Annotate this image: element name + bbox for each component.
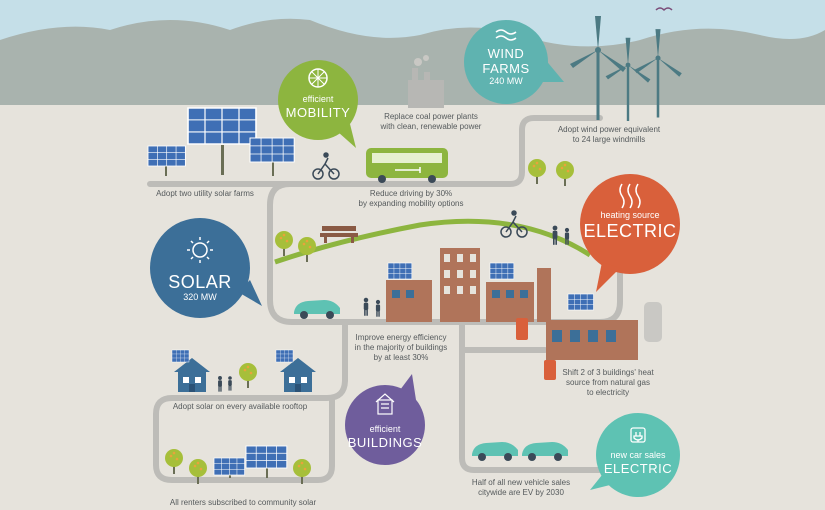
solar-big-label: SOLAR — [168, 272, 232, 292]
utility-solar-farm — [147, 107, 295, 176]
ev-small-label: new car sales — [610, 450, 666, 460]
mobility-bubble — [278, 60, 358, 148]
solar-capacity-label: 320 MW — [183, 292, 217, 302]
mobility-bubble-label: efficient MOBILITY — [278, 94, 358, 120]
building-icon — [375, 393, 395, 415]
ev-big-label: ELECTRIC — [603, 461, 673, 476]
caption-rooftop-line: Adopt solar on every available rooftop — [172, 402, 308, 411]
caption-heat-line: to electricity — [586, 388, 630, 397]
heating-big-label: ELECTRIC — [583, 221, 677, 241]
caption-efficiency: Improve energy efficiency in the majorit… — [346, 333, 456, 363]
caption-heat-line: Shift 2 of 3 buildings' heat — [562, 368, 654, 377]
caption-heat: Shift 2 of 3 buildings' heat source from… — [548, 368, 668, 398]
city-buildings — [386, 248, 662, 380]
caption-driving-line: Reduce driving by 30% — [369, 189, 453, 198]
ev-bubble-label: new car sales ELECTRIC — [596, 450, 680, 476]
caption-wind-line: to 24 large windmills — [572, 135, 646, 144]
caption-rooftop: Adopt solar on every available rooftop — [160, 402, 320, 412]
plug-icon — [630, 427, 646, 443]
buildings-bubble-label: efficient BUILDINGS — [345, 424, 425, 450]
solar-bubble-label: SOLAR 320 MW — [150, 272, 250, 303]
wind-bubble — [464, 20, 564, 104]
park-bench — [320, 226, 358, 243]
wind-big-label-2: FARMS — [482, 61, 530, 76]
caption-renters-line: All renters subscribed to community sola… — [169, 498, 317, 507]
community-solar-farm — [213, 445, 288, 478]
sun-icon — [187, 237, 213, 263]
caption-wind: Adopt wind power equivalent to 24 large … — [544, 125, 674, 145]
caption-ev-line: citywide are EV by 2030 — [478, 488, 564, 497]
caption-renters: All renters subscribed to community sola… — [148, 498, 338, 508]
road-network — [147, 115, 623, 483]
caption-efficiency-line: by at least 30% — [373, 353, 429, 362]
caption-wind-line: Adopt wind power equivalent — [557, 125, 661, 134]
wind-big-label-1: WIND — [487, 46, 525, 61]
hill-path — [274, 218, 592, 265]
heating-bubble — [580, 174, 680, 292]
caption-driving: Reduce driving by 30% by expanding mobil… — [346, 189, 476, 209]
cyclist-icon — [312, 152, 340, 180]
buildings-small-label: efficient — [369, 424, 401, 434]
ev-bubble — [590, 413, 680, 497]
mobility-small-label: efficient — [302, 94, 334, 104]
caption-coal: Replace coal power plants with clean, re… — [366, 112, 496, 132]
solar-bubble — [150, 218, 262, 318]
wind-capacity-label: 240 MW — [489, 76, 523, 86]
caption-ev: Half of all new vehicle sales citywide a… — [456, 478, 586, 498]
wind-icon — [495, 29, 517, 41]
caption-coal-line: with clean, renewable power — [380, 122, 482, 131]
wind-bubble-label: WIND FARMS 240 MW — [464, 46, 548, 87]
caption-heat-line: source from natural gas — [565, 378, 651, 387]
coal-power-plant — [408, 55, 444, 108]
heating-small-label: heating source — [600, 210, 660, 220]
caption-ev-line: Half of all new vehicle sales — [471, 478, 571, 487]
caption-efficiency-line: Improve energy efficiency — [355, 333, 447, 342]
caption-efficiency-line: in the majority of buildings — [354, 343, 448, 352]
buildings-bubble — [345, 374, 425, 465]
caption-driving-line: by expanding mobility options — [358, 199, 464, 208]
caption-utility-solar: Adopt two utility solar farms — [140, 189, 270, 199]
mobility-big-label: MOBILITY — [285, 105, 351, 120]
cyclist-hill-icon — [500, 210, 528, 238]
caption-utility-solar-line: Adopt two utility solar farms — [156, 189, 254, 198]
caption-coal-line: Replace coal power plants — [384, 112, 478, 121]
buildings-big-label: BUILDINGS — [347, 435, 423, 450]
heating-bubble-label: heating source ELECTRIC — [580, 210, 680, 241]
electric-bus — [366, 148, 448, 183]
bird-icon — [655, 7, 673, 12]
heat-waves-icon — [619, 183, 641, 209]
